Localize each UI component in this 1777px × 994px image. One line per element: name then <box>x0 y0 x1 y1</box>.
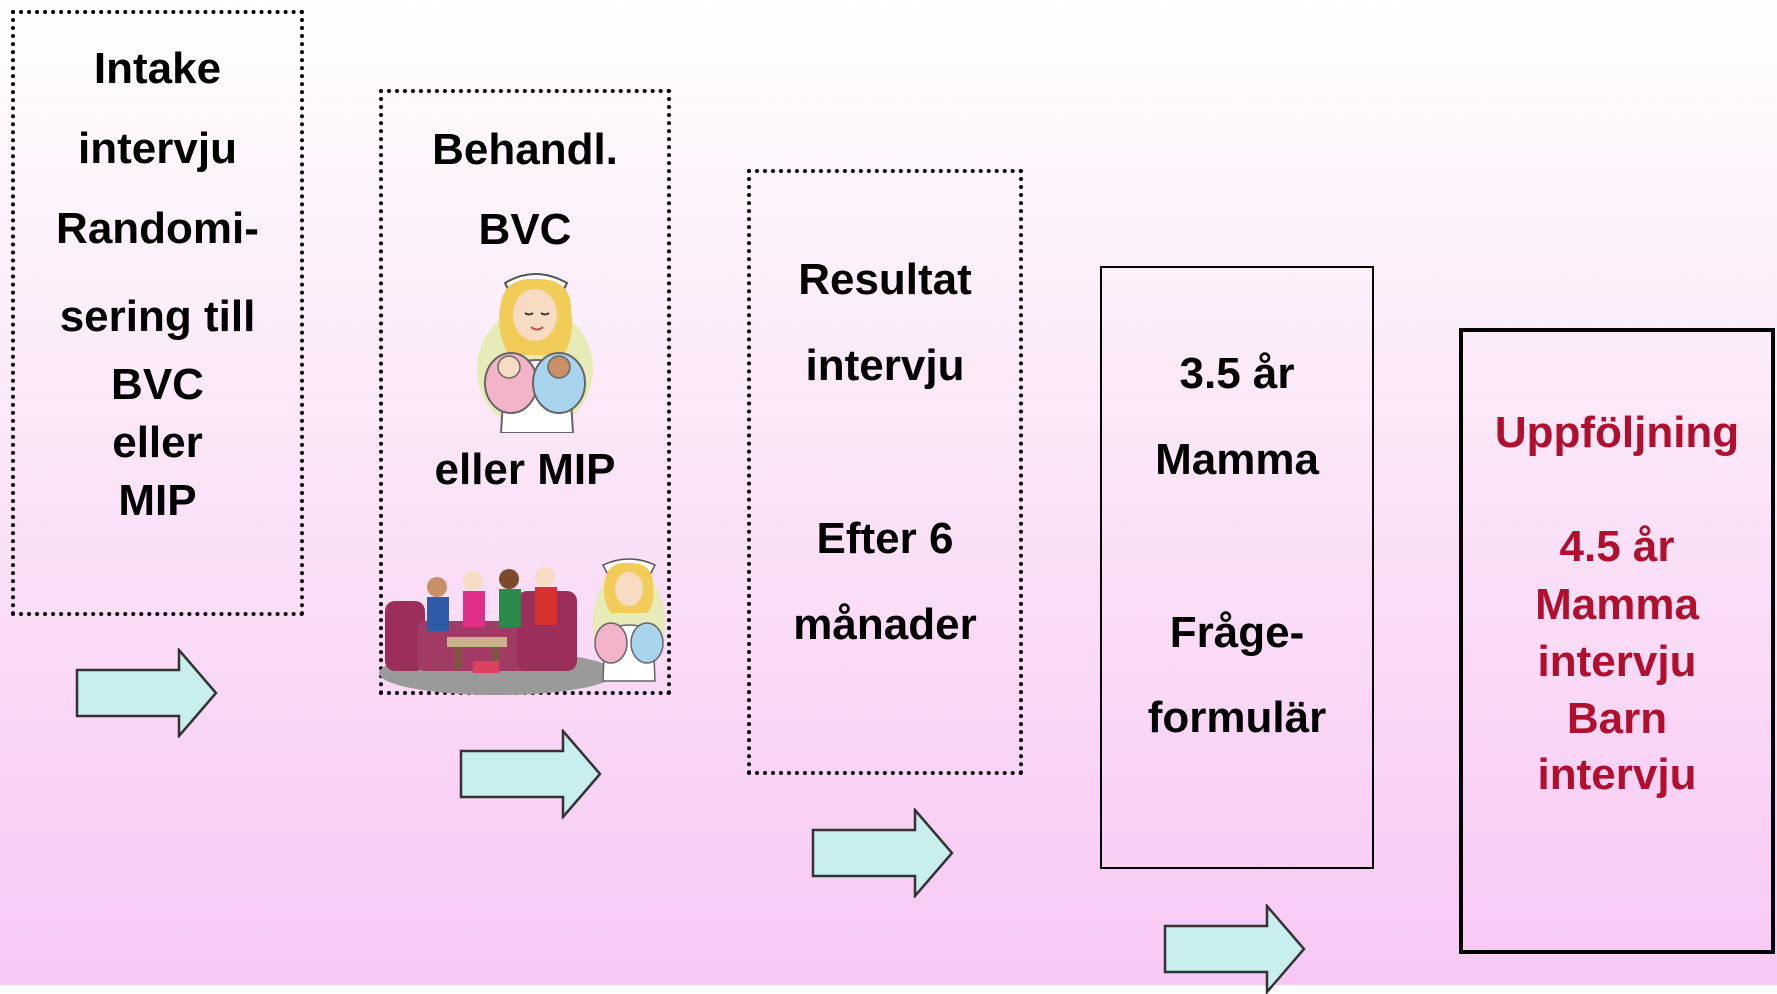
step-box-follow-up: Uppföljning 4.5 år Mamma intervju Barn i… <box>1459 328 1775 954</box>
step-text: MIP <box>118 476 197 525</box>
right-arrow-icon <box>1163 904 1306 994</box>
step-text: eller <box>112 418 203 467</box>
step-box-result: Resultat intervju Efter 6 månader <box>747 169 1023 775</box>
step-text: Randomi- <box>56 204 259 253</box>
step-text: BVC <box>478 205 572 254</box>
step-text: BVC <box>111 360 204 409</box>
step-text: 3.5 år <box>1179 349 1295 398</box>
step-text: Resultat <box>798 255 972 304</box>
nurse-with-babies-image <box>477 273 593 433</box>
step-text: 4.5 år <box>1559 522 1675 571</box>
step-text: intervju <box>1537 750 1697 799</box>
step-box-intake: Intake intervju Randomi- sering till BVC… <box>11 10 304 616</box>
step-text: Behandl. <box>432 125 618 174</box>
step-text: intervju <box>78 124 237 173</box>
step-text: eller MIP <box>434 445 616 494</box>
right-arrow-icon <box>75 648 218 738</box>
step-text: sering till <box>59 292 256 341</box>
step-box-3-5-years: 3.5 år Mamma Fråge- formulär <box>1100 266 1374 869</box>
step-text: Intake <box>93 44 222 93</box>
step-box-treatment: Behandl. BVC eller MIP <box>379 89 671 695</box>
step-text: Barn <box>1566 694 1668 743</box>
step-text: Fråge- <box>1169 608 1305 657</box>
right-arrow-icon <box>459 729 602 819</box>
step-text: formulär <box>1147 693 1327 742</box>
group-meeting-image <box>379 558 665 695</box>
step-text: intervju <box>805 341 965 390</box>
right-arrow-icon <box>811 808 954 898</box>
step-text: Mamma <box>1535 580 1699 629</box>
step-text: Uppföljning <box>1494 408 1740 457</box>
step-text: månader <box>793 600 977 649</box>
step-text: intervju <box>1537 637 1697 686</box>
step-text: Efter 6 <box>816 514 954 563</box>
step-text: Mamma <box>1155 435 1319 484</box>
